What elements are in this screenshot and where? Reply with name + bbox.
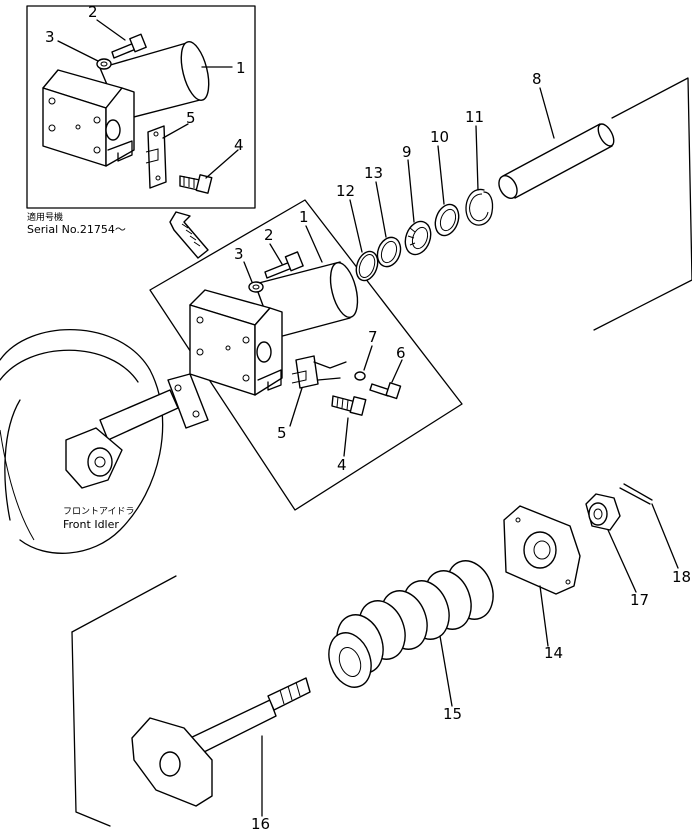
- callout-11: 11: [465, 108, 484, 126]
- rod-16: [131, 677, 311, 807]
- callout-2-main: 2: [264, 226, 274, 244]
- callout-7: 7: [368, 328, 378, 346]
- bracket-14: [503, 505, 581, 595]
- idler-label-en: Front Idler: [63, 518, 119, 531]
- callout-5-inset: 5: [186, 109, 196, 127]
- front-idler: [0, 329, 209, 554]
- hatched-arrow: [169, 211, 209, 259]
- main-plate: [291, 355, 347, 389]
- callout-13: 13: [364, 164, 383, 182]
- inset-cylinder-assembly: [42, 41, 210, 167]
- callout-17: 17: [630, 591, 649, 609]
- main-grease-fitting: [331, 395, 367, 416]
- idler-label-jp: フロントアイドラ: [63, 506, 135, 517]
- ring-12: [355, 250, 379, 282]
- inset-plate: [145, 125, 167, 189]
- main-panel-frame: [149, 199, 463, 511]
- bearing-9: [404, 220, 432, 256]
- callout-4-inset: 4: [234, 136, 244, 154]
- spring-15: [328, 560, 494, 688]
- inset-washer: [96, 58, 112, 70]
- inset-grease-fitting: [179, 174, 213, 194]
- callout-1-inset: 1: [236, 59, 246, 77]
- callout-3-main: 3: [234, 245, 244, 263]
- inset-leaders: [57, 19, 239, 179]
- callout-15: 15: [443, 705, 462, 723]
- callout-5-main: 5: [277, 424, 287, 442]
- lower-frame: [71, 575, 177, 827]
- serial-note-jp: 適用号機: [27, 211, 63, 223]
- seal-10: [434, 203, 460, 237]
- right-frame: [593, 77, 692, 331]
- main-small-bolt: [369, 382, 402, 400]
- callout-6: 6: [396, 344, 406, 362]
- snap-ring-11: [465, 188, 494, 226]
- main-leaders: [243, 225, 403, 457]
- ring-13: [376, 236, 402, 268]
- callout-1-main: 1: [299, 208, 309, 226]
- main-small-washer: [354, 371, 366, 381]
- main-bolt: [264, 251, 304, 279]
- callout-18: 18: [672, 568, 691, 586]
- callout-10: 10: [430, 128, 449, 146]
- lower-leaders: [261, 503, 679, 817]
- callout-2-inset: 2: [88, 3, 98, 21]
- callout-3-inset: 3: [45, 28, 55, 46]
- rod-8: [498, 123, 615, 199]
- callout-12: 12: [336, 182, 355, 200]
- callout-16: 16: [251, 815, 270, 830]
- callout-9: 9: [402, 143, 412, 161]
- main-washer: [248, 281, 264, 293]
- nut-17: [585, 493, 621, 531]
- inset-bolt: [111, 33, 147, 59]
- inset-frame: [26, 5, 256, 209]
- serial-note-en: Serial No.21754～: [27, 223, 126, 236]
- callout-4-main: 4: [337, 456, 347, 474]
- callout-8: 8: [532, 70, 542, 88]
- main-cylinder-assembly: [189, 261, 359, 396]
- ring-leaders: [349, 87, 555, 253]
- pin-18: [619, 483, 653, 505]
- callout-14: 14: [544, 644, 563, 662]
